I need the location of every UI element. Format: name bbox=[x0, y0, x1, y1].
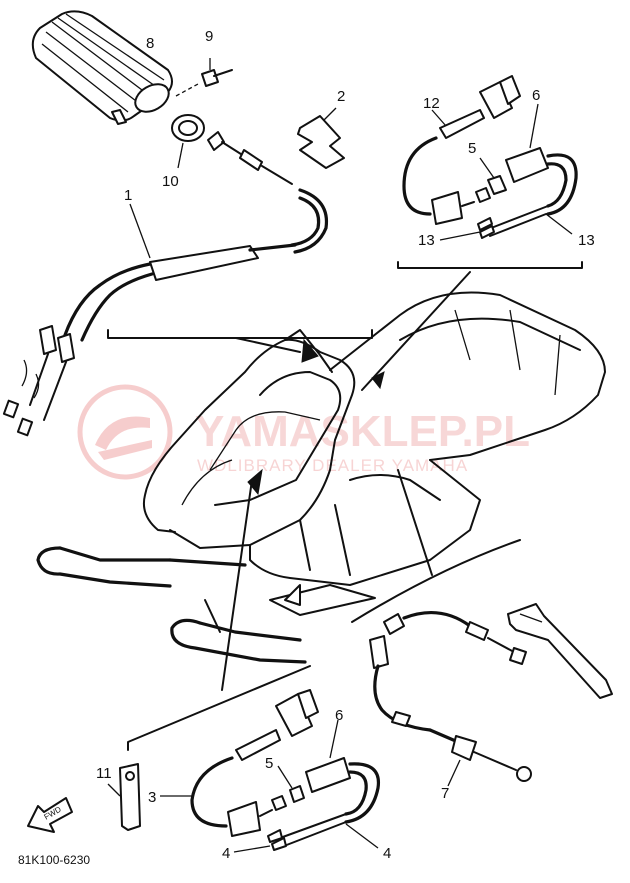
lower-stop-switch-assembly bbox=[107, 689, 381, 853]
part-5-switch-nut bbox=[475, 157, 507, 203]
inset-stop-switch bbox=[397, 75, 583, 269]
watermark-logo bbox=[77, 384, 173, 480]
part-7-brake-cable bbox=[369, 603, 613, 787]
callout-4-left: 4 bbox=[222, 845, 230, 862]
part-6-switch-body bbox=[505, 103, 549, 183]
part-11-key bbox=[107, 763, 141, 831]
part-8-handlebar-grip bbox=[31, 10, 173, 125]
watermark-subtitle: WDLIBRARY DEALER YAMAHA bbox=[197, 456, 468, 475]
drawing-code: 81K100-6230 bbox=[18, 853, 90, 867]
callout-2: 2 bbox=[337, 88, 345, 105]
part-13-wire-leads bbox=[439, 205, 573, 241]
watermark-title: YAMASKLEP.PL bbox=[195, 407, 530, 456]
callout-4-right: 4 bbox=[383, 845, 391, 862]
part-2-clip bbox=[297, 107, 345, 169]
part-1-throttle-cable bbox=[2, 131, 329, 437]
part-12-switch-lever bbox=[431, 75, 521, 139]
callout-7: 7 bbox=[441, 785, 449, 802]
callout-labels: 8 9 2 10 1 12 6 5 13 13 11 3 5 6 4 4 7 bbox=[96, 28, 595, 862]
part-10-collar bbox=[171, 114, 205, 169]
callout-13-left: 13 bbox=[418, 232, 435, 249]
callout-9: 9 bbox=[205, 28, 213, 45]
fwd-arrow: FWD bbox=[27, 797, 73, 833]
callout-5-bottom: 5 bbox=[265, 755, 273, 772]
callout-10: 10 bbox=[162, 173, 179, 190]
callout-6-top: 6 bbox=[532, 87, 540, 104]
callout-13-right: 13 bbox=[578, 232, 595, 249]
callout-1: 1 bbox=[124, 187, 132, 204]
callout-3: 3 bbox=[148, 789, 156, 806]
callout-8: 8 bbox=[146, 35, 154, 52]
callout-6-bottom: 6 bbox=[335, 707, 343, 724]
callout-12: 12 bbox=[423, 95, 440, 112]
pointer-lines bbox=[107, 271, 521, 751]
callout-5-top: 5 bbox=[468, 140, 476, 157]
callout-11: 11 bbox=[96, 765, 112, 782]
watermark: YAMASKLEP.PL WDLIBRARY DEALER YAMAHA bbox=[77, 384, 530, 480]
part-9-screw bbox=[175, 58, 233, 97]
